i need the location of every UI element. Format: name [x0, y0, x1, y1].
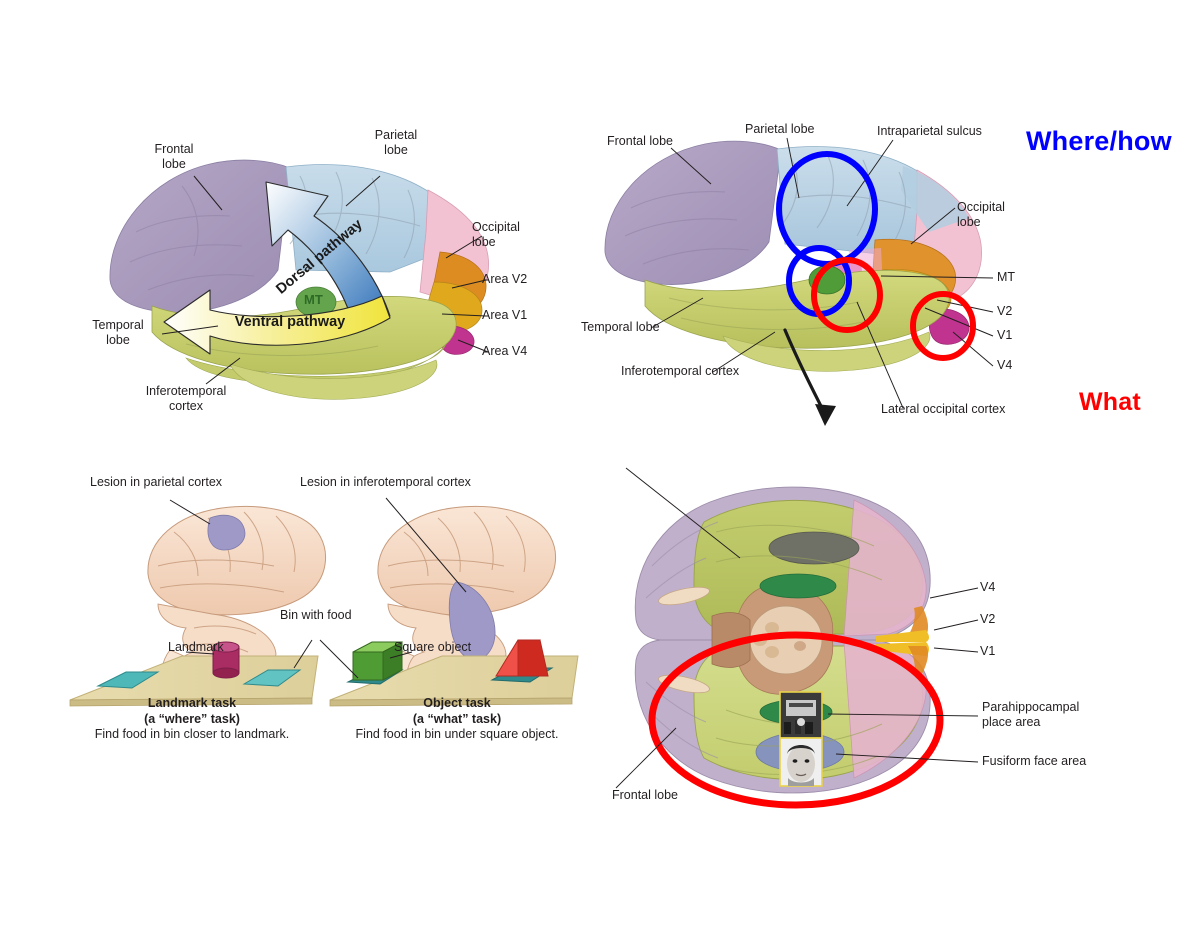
- label-square-object: Square object: [394, 640, 472, 654]
- label-bin-with-food: Bin with food: [280, 608, 352, 622]
- caption-landmark-title: Landmark task: [147, 696, 237, 710]
- green-patch-upper: [759, 573, 837, 599]
- down-arrow-to-ventral-view: [783, 328, 836, 426]
- label-parahippocampal-place-area: Parahippocampal place area: [982, 700, 1080, 729]
- leader-lines: [650, 137, 994, 409]
- label-temporal-lobe-2: Temporal lobe: [581, 320, 660, 334]
- annotation-where-how: Where/how: [1026, 126, 1172, 156]
- label-lesion-inferotemporal-cortex: Lesion in inferotemporal cortex: [300, 475, 471, 489]
- label-v1-ventral: V1: [980, 644, 996, 658]
- label-parietal-lobe: Parietal lobe: [374, 128, 418, 157]
- leader-lines: [169, 497, 467, 679]
- platform-landmark-task: [69, 641, 319, 707]
- label-inferotemporal-cortex: Inferotemporal cortex: [145, 384, 227, 413]
- red-circle-lateral-occipital: [811, 257, 883, 333]
- red-circle-v4: [910, 291, 976, 361]
- platform-object-task: [329, 639, 579, 707]
- label-area-v2: Area V2: [482, 272, 528, 286]
- lesion-patch-parietal: [207, 514, 246, 551]
- bin-left: [96, 671, 160, 689]
- caption-landmark-subtitle: (a “where” task): [144, 711, 240, 726]
- caption-object-subtitle: (a “what” task): [412, 711, 502, 726]
- caption-object-title: Object task: [423, 696, 491, 710]
- label-frontal-lobe: Frontal lobe: [154, 142, 194, 171]
- label-occipital-lobe: Occipital lobe: [472, 220, 520, 249]
- panel-ventral-annotated: V4 V2 V1 Parahippocampal place area Fusi…: [600, 467, 1086, 830]
- caption-landmark-detail: Find food in bin closer to landmark.: [94, 727, 290, 742]
- caption-object-task: Object task (a “what” task) Find food in…: [324, 696, 590, 743]
- label-v2-ventral: V2: [980, 612, 996, 626]
- label-area-v4: Area V4: [482, 344, 528, 358]
- red-ellipse-ventral-temporal: [648, 631, 944, 809]
- label-lateral-occipital-cortex: Lateral occipital cortex: [881, 402, 1006, 416]
- label-inferotemporal-cortex-2: Inferotemporal cortex: [621, 364, 740, 378]
- leader-lines: [161, 175, 489, 385]
- ventral-pathway-arrow: Ventral pathway: [163, 289, 391, 355]
- caption-landmark-task: Landmark task (a “where” task) Find food…: [62, 696, 322, 743]
- annotation-what: What: [1079, 388, 1141, 416]
- label-mt-2: MT: [997, 270, 1016, 284]
- markup-circles-layer: [776, 151, 976, 361]
- red-prism-object: [490, 639, 554, 683]
- label-frontal-lobe-2: Frontal lobe: [607, 134, 674, 148]
- panel-lesion-tasks: Lesion in parietal cortex Lesion in infe…: [62, 462, 592, 762]
- grey-patch-upper: [768, 531, 860, 565]
- panel-lateral-annotated: Frontal lobe Parietal lobe Intraparietal…: [581, 112, 1025, 452]
- label-temporal-lobe: Temporal lobe: [92, 318, 144, 347]
- label-landmark: Landmark: [168, 640, 224, 654]
- caption-object-detail: Find food in bin under square object.: [355, 727, 559, 742]
- label-v1: V1: [997, 328, 1013, 342]
- brain-lateral-illustration-2: [604, 140, 982, 372]
- label-frontal-lobe-ventral: Frontal lobe: [612, 788, 679, 802]
- label-occipital-lobe-2: Occipital lobe: [957, 200, 1005, 229]
- label-mt: MT: [304, 292, 323, 307]
- svg-text:Ventral pathway: Ventral pathway: [235, 314, 345, 330]
- green-square-object: [346, 641, 404, 685]
- landmark-cylinder: [212, 641, 240, 679]
- brain-lesion-inferotemporal: [377, 505, 557, 698]
- leader-lines: [615, 467, 979, 789]
- label-parietal-lobe-2: Parietal lobe: [745, 122, 815, 136]
- label-lesion-parietal-cortex: Lesion in parietal cortex: [90, 475, 223, 489]
- label-fusiform-face-area: Fusiform face area: [982, 754, 1087, 768]
- label-intraparietal-sulcus: Intraparietal sulcus: [877, 124, 982, 138]
- photo-insets: [779, 691, 823, 787]
- label-v4-ventral: V4: [980, 580, 996, 594]
- bin-right: [242, 669, 302, 687]
- label-area-v1: Area V1: [482, 308, 528, 322]
- panel-lateral-pathways: Dorsal pathway Ventral pathway Frontal l…: [90, 120, 560, 420]
- label-v4: V4: [997, 358, 1013, 372]
- label-v2: V2: [997, 304, 1013, 318]
